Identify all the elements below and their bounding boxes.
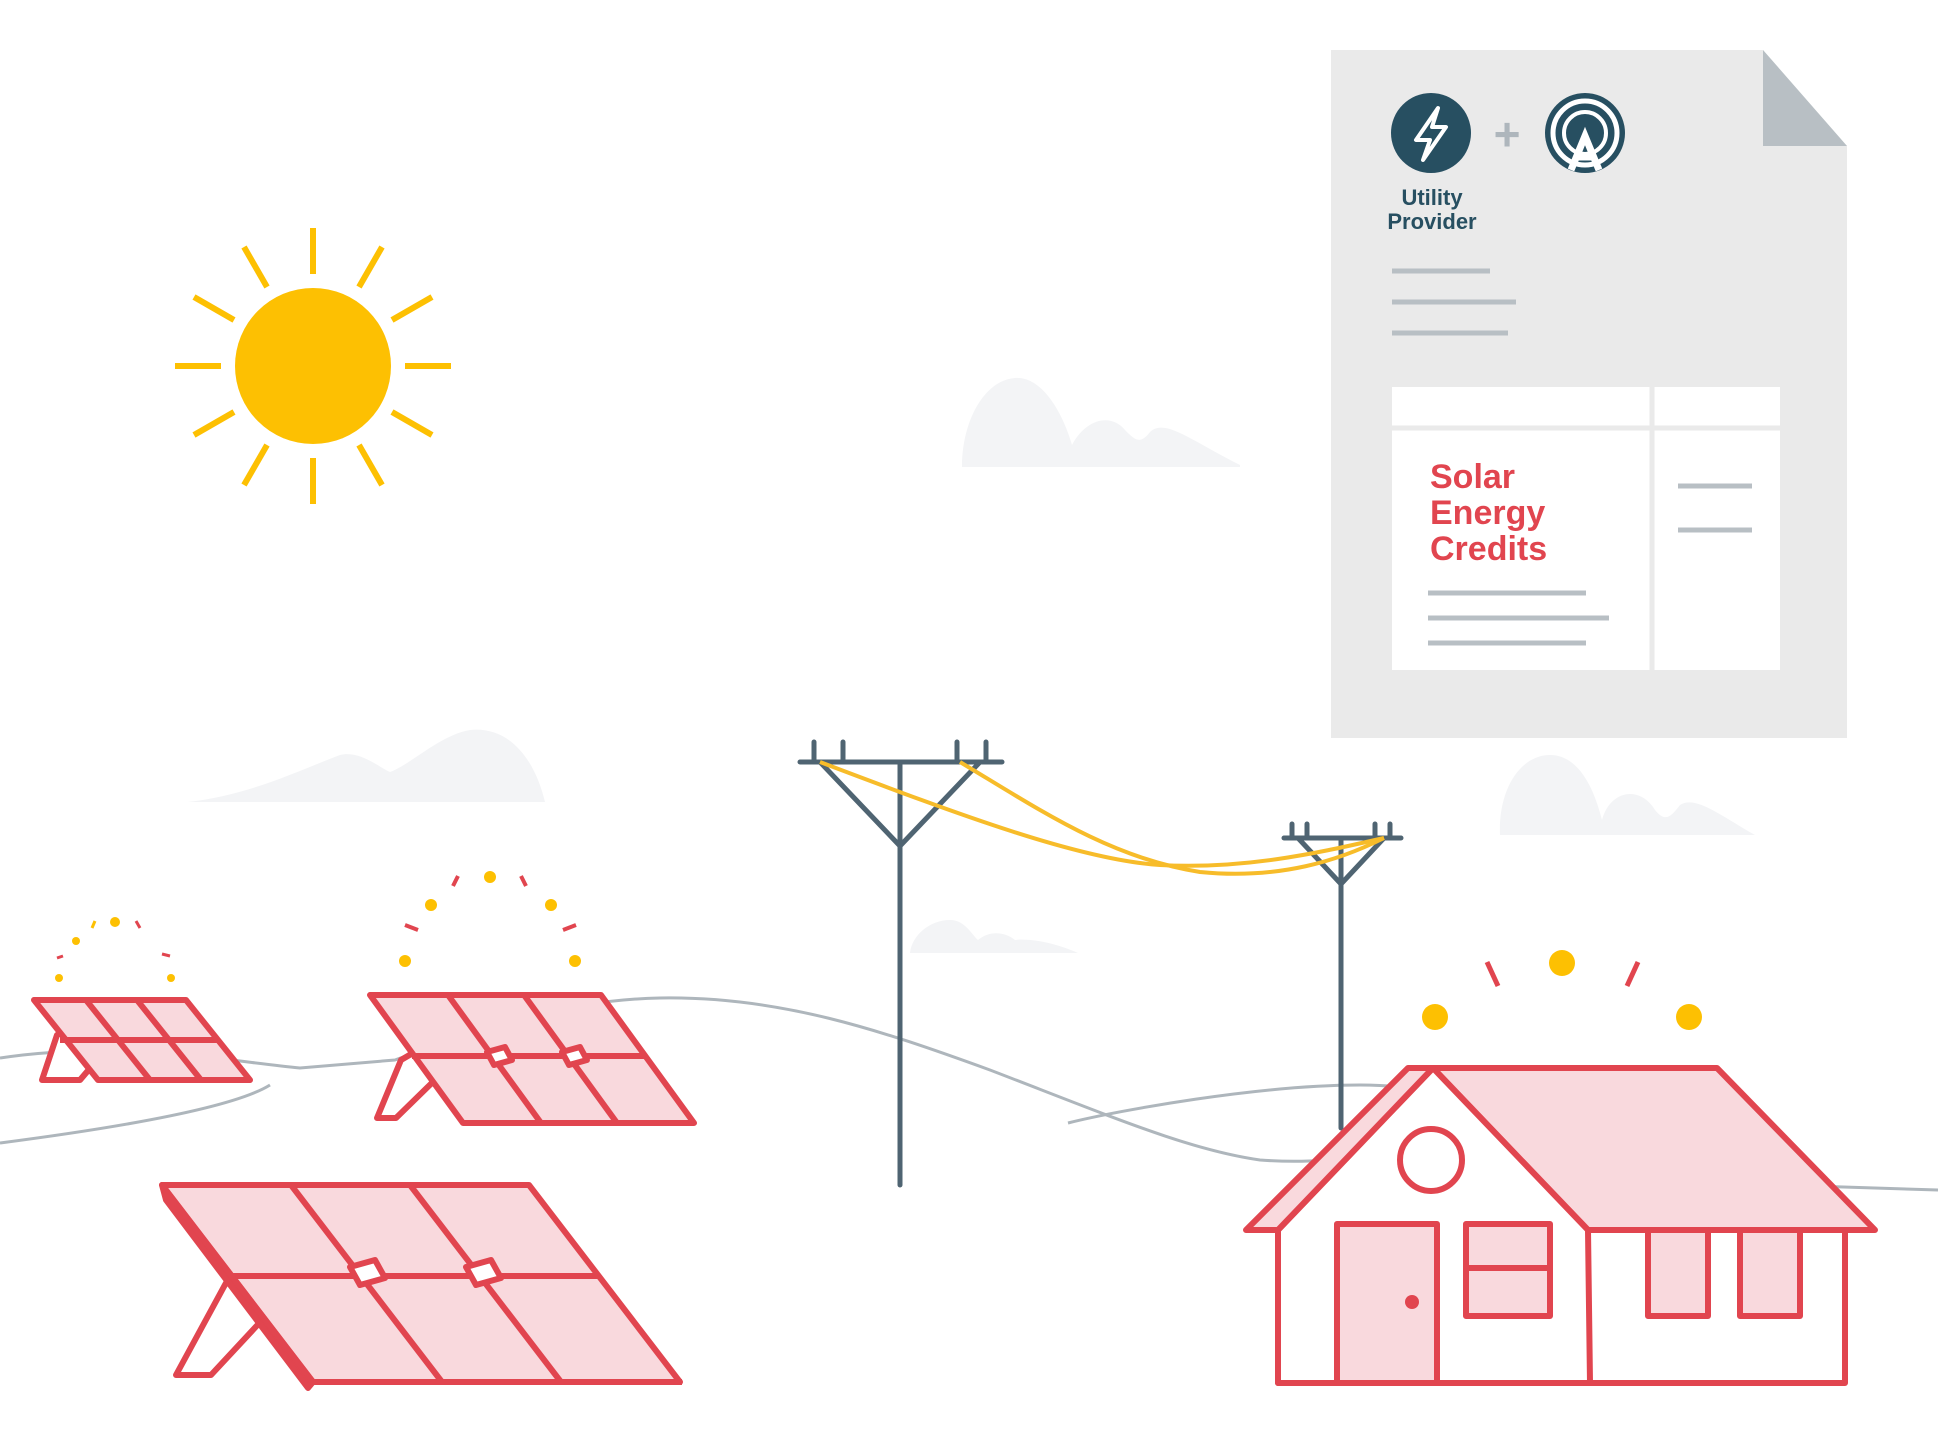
sparkle-arc-house (1422, 950, 1702, 1030)
solar-panel-large (159, 1182, 683, 1391)
placeholder-lines-top (1392, 268, 1516, 336)
window-right-2 (1737, 1227, 1803, 1319)
provider-label-line2: Provider (1387, 209, 1477, 234)
wire-lower (958, 760, 1385, 876)
cloud-right (1499, 755, 1755, 835)
sun-icon (175, 228, 451, 504)
house (1243, 950, 1878, 1386)
cloud-small (910, 920, 1078, 953)
plus-sign: + (1494, 108, 1521, 160)
window-right-1 (1645, 1227, 1711, 1319)
document-fold (1763, 50, 1847, 146)
cloud-left (188, 729, 545, 802)
utility-bill-document: + Utility Provider Solar Energy Credits (1331, 50, 1847, 738)
cloud-top (962, 377, 1240, 467)
solar-panel-small (31, 917, 253, 1083)
sparkle-arc-small (55, 917, 175, 982)
provider-label-line1: Utility (1401, 185, 1463, 210)
wire-upper (819, 760, 1385, 868)
credits-title-line3: Credits (1430, 530, 1547, 568)
power-pole-left (797, 739, 1005, 1188)
credits-table: Solar Energy Credits (1392, 387, 1780, 670)
door-knob (1405, 1295, 1419, 1309)
solar-panel-medium (367, 871, 697, 1126)
sun-disc (235, 288, 391, 444)
hill-back (0, 996, 1356, 1163)
power-pole-right (1281, 821, 1404, 1131)
credits-title-line1: Solar (1430, 458, 1515, 496)
sparkle-arc-medium (399, 871, 581, 967)
door (1334, 1221, 1440, 1386)
sun-rays (175, 228, 451, 504)
aurora-logo-icon (1545, 93, 1625, 173)
credits-title-line2: Energy (1430, 494, 1545, 532)
lightning-bolt-icon (1391, 93, 1471, 173)
placeholder-lines-credits (1428, 483, 1752, 646)
power-lines (797, 739, 1404, 1188)
hill-front (0, 1083, 271, 1145)
attic-window (1397, 1126, 1465, 1194)
clouds (188, 377, 1755, 953)
